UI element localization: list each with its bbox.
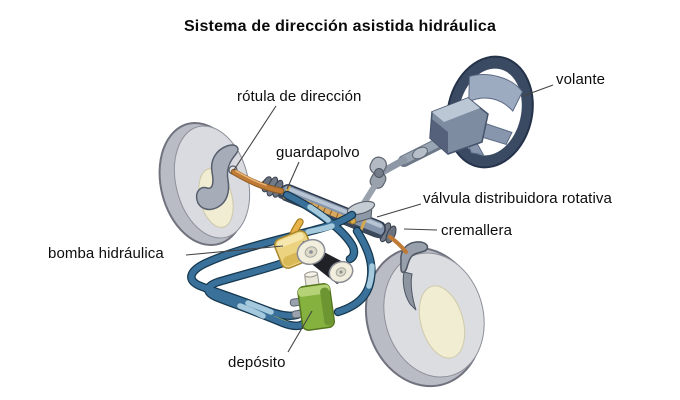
pulley-belt-graphic	[296, 238, 354, 284]
hose-sleeves-graphic	[237, 204, 375, 319]
universal-joint-graphic	[361, 156, 387, 206]
leader-line-guardapolvo	[286, 161, 300, 190]
right-knuckle-arm-graphic	[402, 271, 417, 311]
valve-graphic	[346, 200, 376, 225]
left-knuckle-graphic	[195, 144, 239, 211]
page-title: Sistema de dirección asistida hidráulica	[183, 18, 497, 35]
reservoir-graphic	[289, 271, 336, 331]
label-deposito: depósito	[228, 354, 286, 371]
label-rotula-de-direccion: rótula de dirección	[237, 88, 362, 105]
label-bomba-hidraulica: bomba hidráulica	[48, 245, 164, 262]
leader-line-valvula	[376, 203, 422, 218]
right-wheel-graphic	[364, 241, 485, 388]
leader-line-bomba	[185, 245, 284, 256]
label-volante: volante	[556, 71, 606, 88]
left-wheel-graphic	[158, 121, 251, 247]
leader-line-cremallera	[403, 228, 438, 231]
label-cremallera: cremallera	[441, 222, 513, 239]
tie-rod-right-graphic	[388, 235, 408, 254]
leader-lines	[185, 84, 554, 353]
right-knuckle-graphic	[400, 241, 429, 274]
tie-rod-left-graphic	[230, 168, 285, 195]
leader-line-volante	[522, 84, 554, 97]
steering-column-graphic	[380, 97, 489, 175]
label-valvula-distribuidora-rotativa: válvula distribuidora rotativa	[423, 190, 612, 207]
leader-line-deposito	[287, 310, 313, 353]
leader-line-rotula	[233, 105, 277, 171]
label-guardapolvo: guardapolvo	[276, 144, 360, 161]
hoses-graphic	[187, 190, 376, 331]
